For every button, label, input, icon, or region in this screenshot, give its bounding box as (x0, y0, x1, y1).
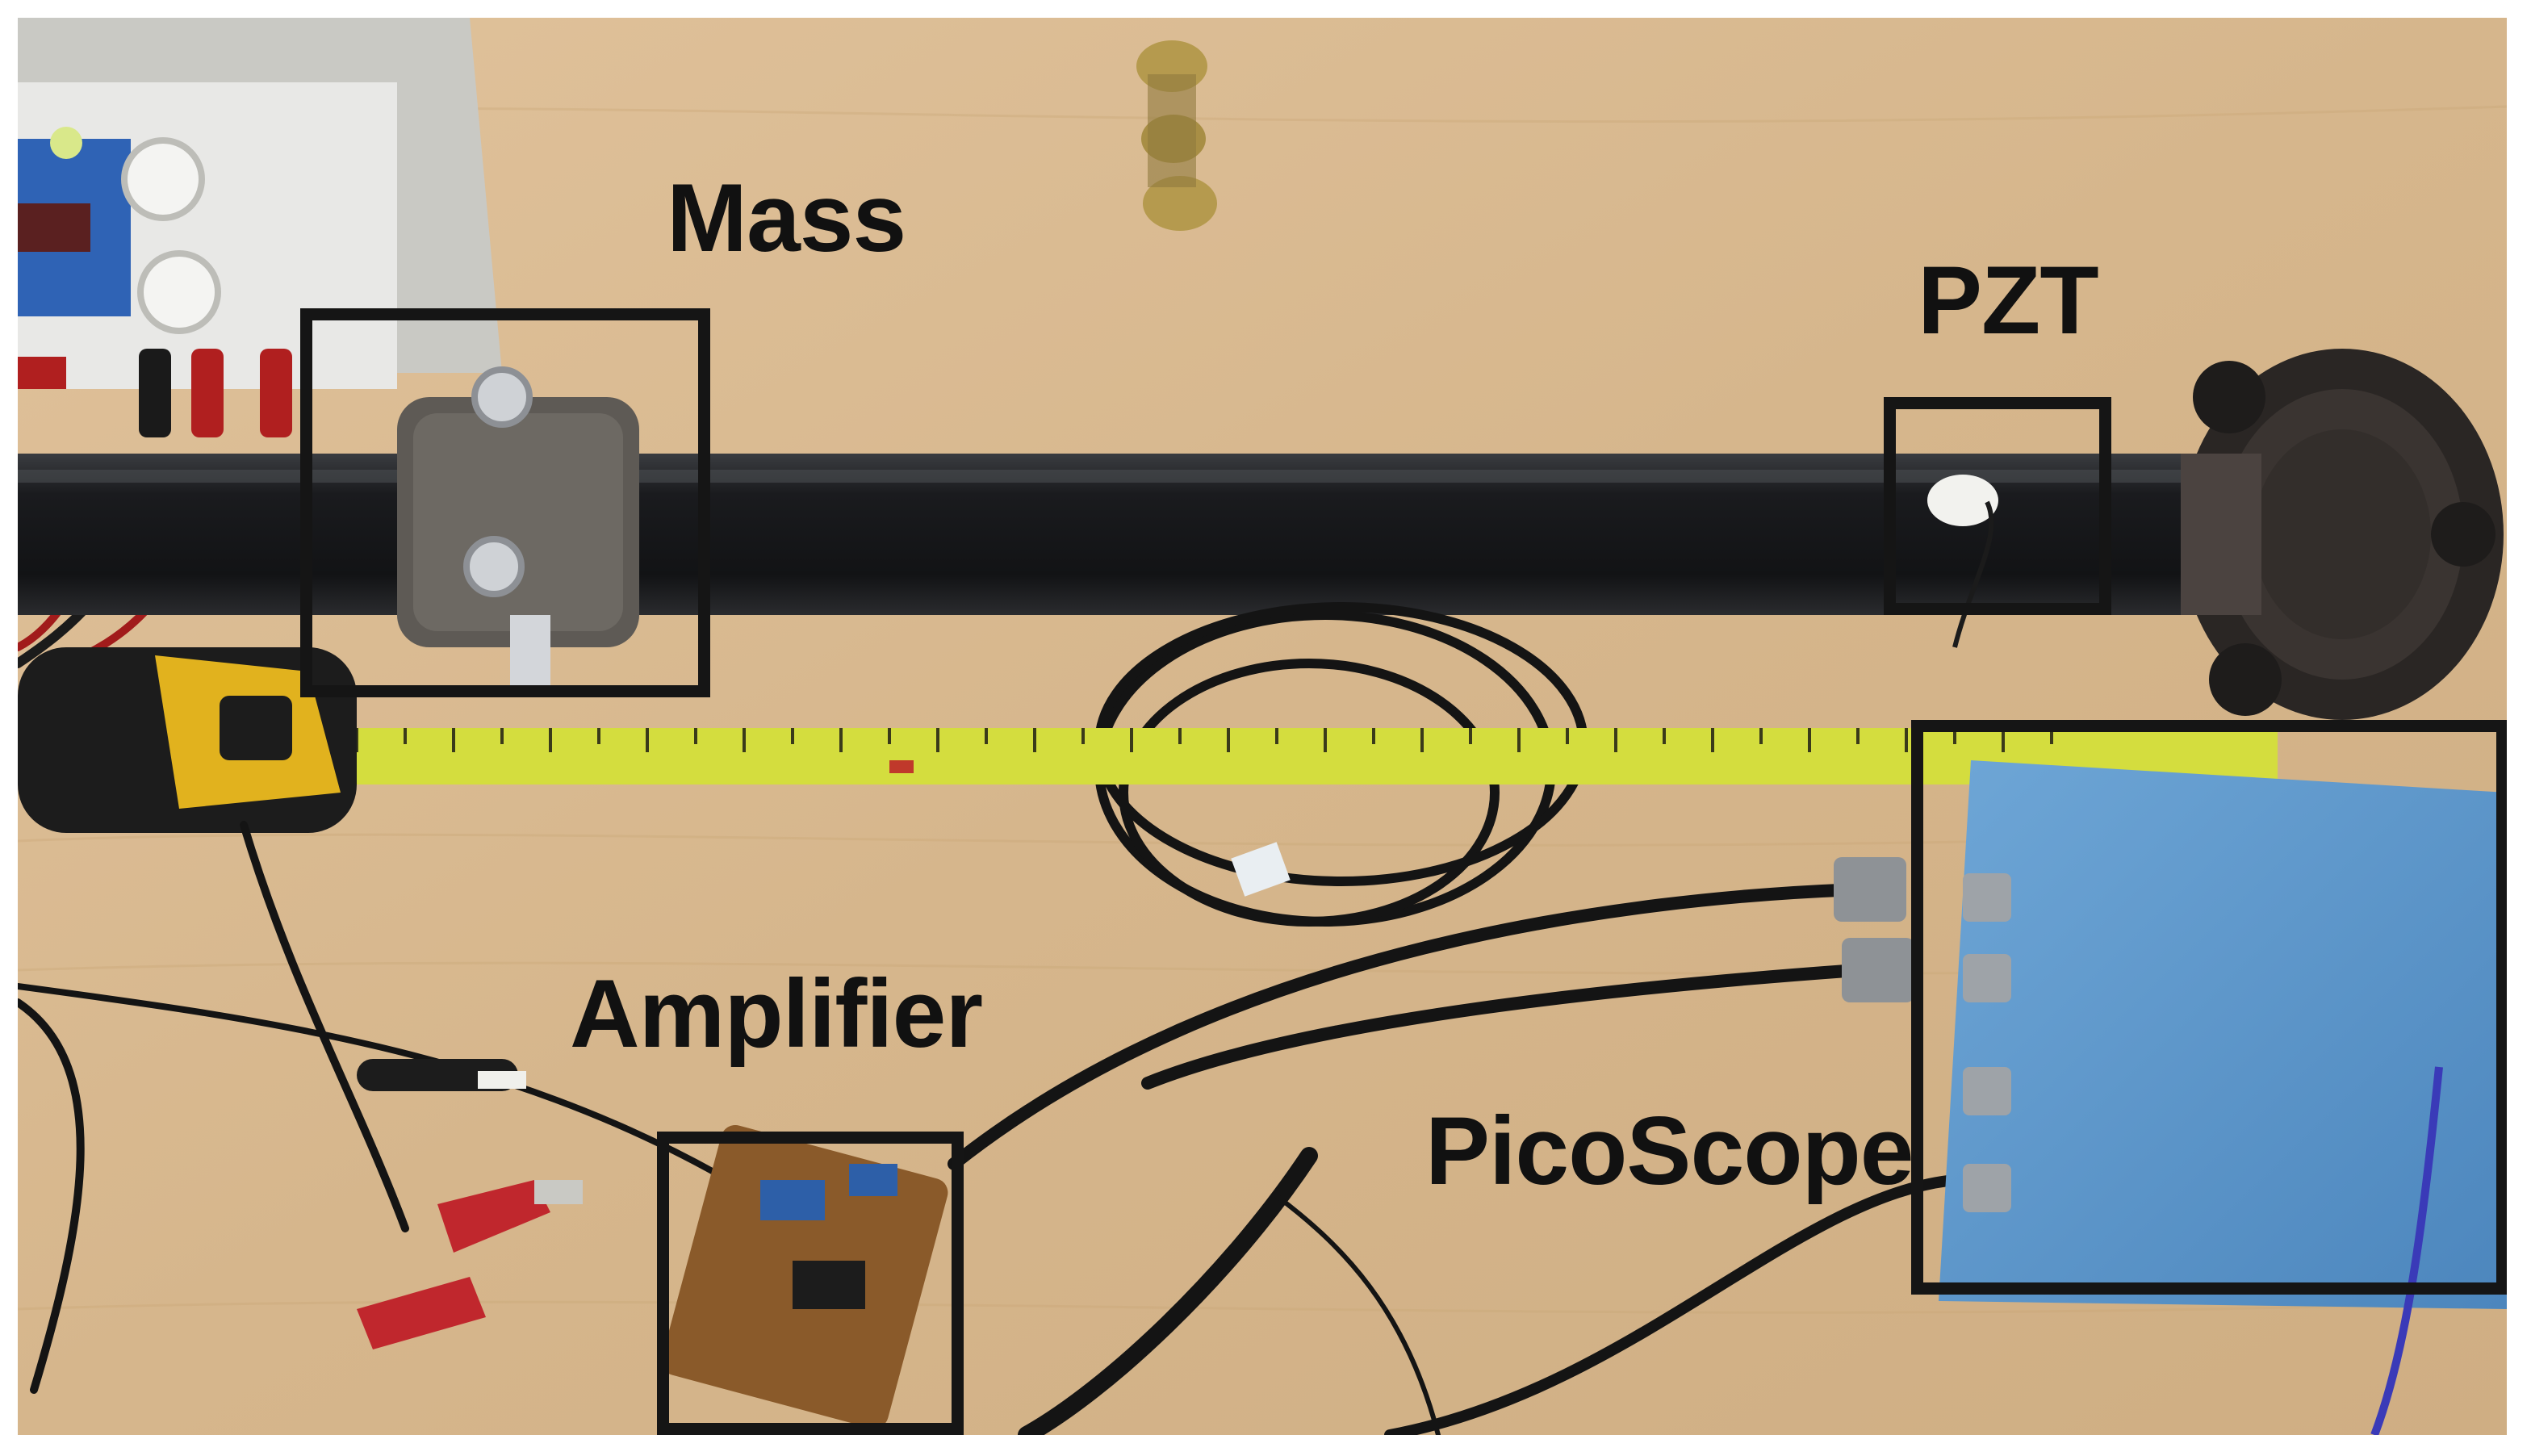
probe-cables (18, 821, 1960, 1435)
mass-label: Mass (667, 164, 906, 272)
measuring-tape (324, 728, 2278, 784)
pzt-patch (1927, 475, 1998, 648)
picoscope-callout-box (1911, 720, 2507, 1295)
amplifier-label: Amplifier (570, 960, 983, 1068)
mass-clamp (397, 366, 639, 688)
alligator-clips (357, 1180, 583, 1349)
pipe-flange (2132, 349, 2504, 720)
pzt-label: PZT (1918, 246, 2099, 354)
coin-stack (1136, 40, 1217, 231)
pzt-callout-box (1884, 397, 2111, 615)
tape-measure-case (18, 647, 357, 833)
bnc-connectors (357, 857, 1914, 1091)
picoscope-unit (1939, 760, 2507, 1435)
amplifier-board (661, 1124, 948, 1429)
photo (18, 18, 2507, 1435)
amplifier-callout-box (657, 1132, 964, 1435)
mass-callout-box (300, 308, 710, 697)
picoscope-label: PicoScope (1425, 1097, 1914, 1205)
